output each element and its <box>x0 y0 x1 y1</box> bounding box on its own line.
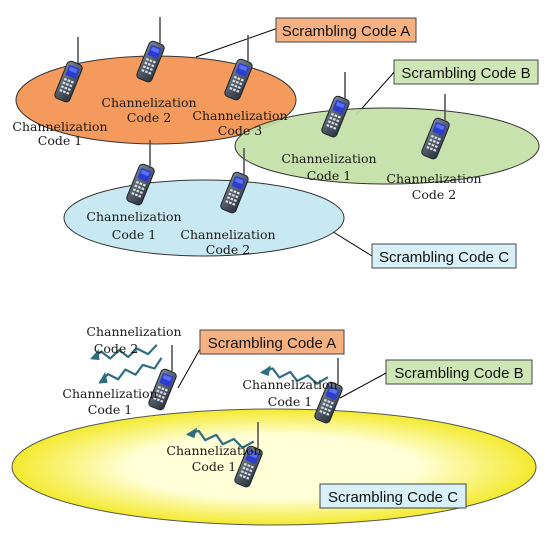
channel-label: Code 3 <box>218 123 262 138</box>
scrambling-box-a <box>199 329 345 355</box>
leader-line-a <box>195 27 279 58</box>
bottom-diagram: Channelization Code 2 Channelization Cod… <box>11 324 537 526</box>
leader-line-b <box>355 69 397 116</box>
channel-label: Code 2 <box>127 110 171 125</box>
channel-label: Channelization <box>192 108 287 123</box>
scrambling-box-c <box>371 243 517 269</box>
corner-white-patch <box>0 0 100 26</box>
scrambling-label-a: Scrambling Code A <box>208 335 336 352</box>
scrambling-box-c <box>319 483 467 509</box>
scrambling-label-c: Scrambling Code C <box>328 489 458 506</box>
channel-label: Code 1 <box>307 168 351 183</box>
channel-label: Channelization <box>386 171 481 186</box>
channel-label: Channelization <box>12 119 107 134</box>
leader-line-c <box>329 229 373 257</box>
radio-wave-arrow-icon <box>94 352 166 388</box>
scrambling-label-a: Scrambling Code A <box>282 23 410 40</box>
scrambling-label-b: Scrambling Code B <box>394 365 523 382</box>
channel-label: Code 1 <box>268 394 312 409</box>
mobile-phone-icon <box>146 344 179 412</box>
leader-line-b <box>339 371 389 399</box>
scrambling-box-b <box>393 59 539 85</box>
channel-label: Channelization <box>180 227 275 242</box>
channel-label: Code 2 <box>206 242 250 257</box>
channel-label: Channelization <box>281 151 376 166</box>
channel-label: Channelization <box>242 377 337 392</box>
channel-label: Code 1 <box>112 227 156 242</box>
cell-ellipse-b <box>234 107 540 185</box>
scrambling-label-c: Scrambling Code C <box>379 249 509 266</box>
channel-label: Channelization <box>101 95 196 110</box>
scrambling-box-b <box>385 359 533 385</box>
channel-label: Channelization <box>166 443 261 458</box>
channel-label: Code 1 <box>192 459 236 474</box>
channel-label: Code 2 <box>412 187 456 202</box>
channel-label: Channelization <box>86 324 181 339</box>
channel-label: Channelization <box>86 209 181 224</box>
top-diagram: Channelization Code 1 Channelization Cod… <box>0 0 540 269</box>
scrambling-box-a <box>275 17 417 43</box>
channel-label: Code 1 <box>88 402 132 417</box>
channel-label: Code 2 <box>94 341 138 356</box>
channel-label: Channelization <box>62 386 157 401</box>
scrambling-label-b: Scrambling Code B <box>401 65 530 82</box>
channel-label: Code 1 <box>38 133 82 148</box>
